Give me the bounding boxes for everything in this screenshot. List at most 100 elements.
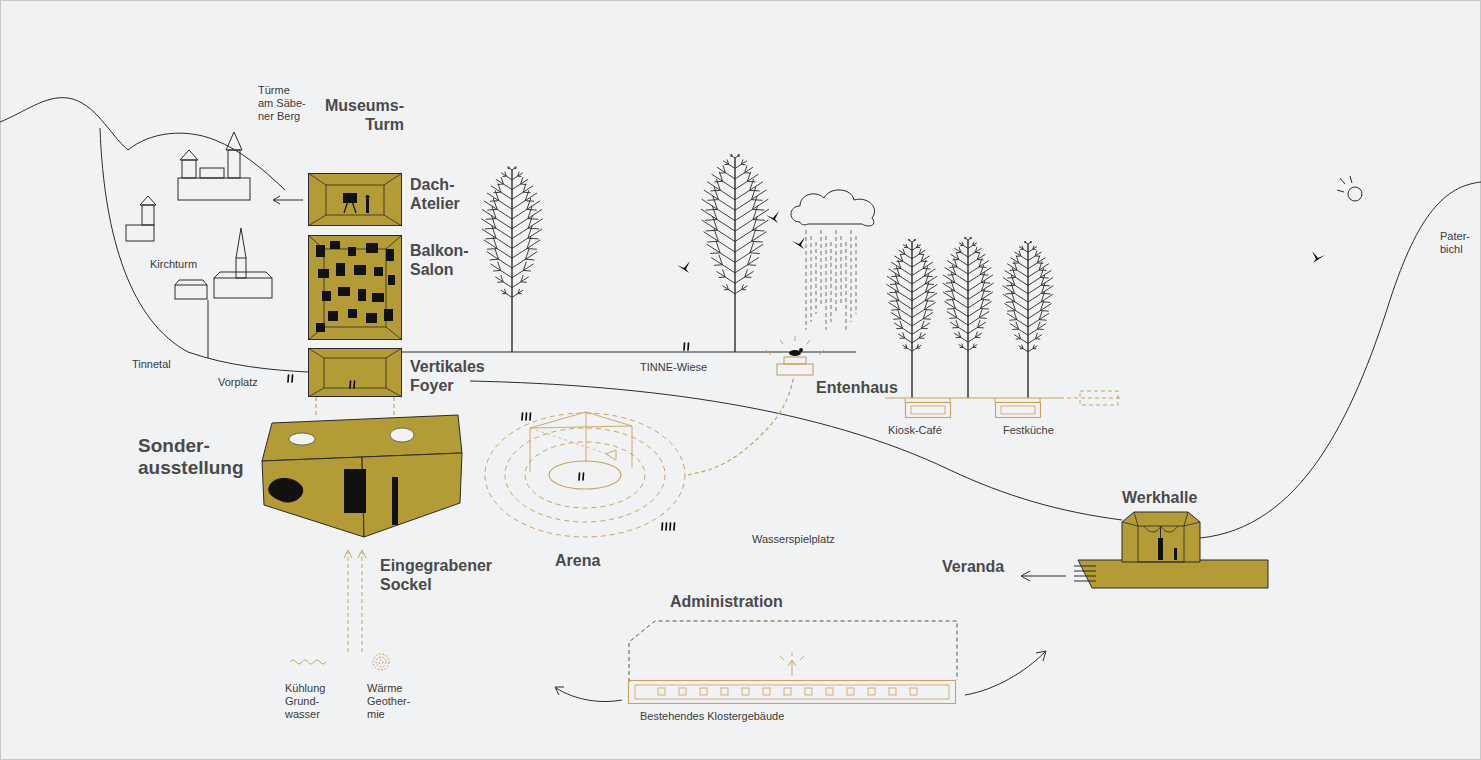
- workshop-hall-outline-part: [1160, 526, 1161, 538]
- bare-tree-part: [723, 165, 726, 172]
- bare-tree-part: [946, 282, 955, 284]
- bare-tree-part: [977, 327, 983, 328]
- bare-tree-part: [906, 244, 907, 248]
- bare-tree-part: [741, 159, 743, 164]
- bare-tree-part: [1030, 242, 1031, 243]
- room-box-outline-part: [309, 236, 402, 340]
- dashed-volume-outline-part: [780, 652, 804, 660]
- bare-tree-part: [956, 252, 958, 259]
- bare-tree-part: [893, 318, 900, 319]
- bare-tree-part: [1028, 286, 1053, 302]
- room-box-outline-part: [318, 269, 329, 278]
- bare-tree-part: [528, 238, 539, 240]
- bare-tree-part: [889, 269, 912, 284]
- bare-tree-part: [953, 259, 959, 260]
- castle-sketch-part: [126, 225, 154, 241]
- bare-tree-part: [1007, 264, 1028, 278]
- bare-tree-part: [1037, 262, 1043, 263]
- bare-tree-part: [1006, 301, 1015, 303]
- bare-tree-part: [1020, 249, 1023, 250]
- duck-house-outline-part: [799, 348, 803, 352]
- bare-tree-part: [706, 230, 718, 232]
- bare-tree-part: [521, 281, 527, 282]
- bare-tree-part: [1003, 286, 1028, 302]
- bare-tree-part: [501, 177, 503, 184]
- bare-tree-part: [527, 248, 537, 250]
- bare-tree-part: [1040, 277, 1048, 279]
- bare-tree-part: [1016, 256, 1018, 263]
- room-box-outline-part: [308, 173, 326, 185]
- bare-tree-part: [921, 328, 927, 329]
- bare-tree-part: [719, 255, 722, 265]
- bare-tree-part: [495, 249, 499, 259]
- bare-tree-part: [890, 283, 899, 285]
- bare-tree-part: [523, 270, 531, 272]
- bare-tree-part: [912, 250, 926, 259]
- pavilion-box: Kiosk-Café: [905, 402, 951, 418]
- dashed-volume-outline: [628, 620, 958, 708]
- bare-tree-part: [908, 240, 909, 241]
- plinth-block-outline-part: [362, 453, 462, 537]
- people-part: [291, 375, 293, 382]
- building-box-outline-part: [826, 688, 833, 695]
- energy-arrows-part: [379, 660, 383, 664]
- bare-tree-part: [959, 247, 961, 253]
- bare-tree-part: [714, 181, 722, 183]
- plinth-block: Sonder- ausstellungEingegrabener Sockel: [262, 415, 462, 537]
- bare-tree-part: [906, 344, 907, 348]
- veranda-platform-part: [1022, 576, 1066, 577]
- bare-tree-part: [735, 190, 766, 210]
- room-box-outline-part: [308, 348, 324, 358]
- bare-tree-part: [1028, 247, 1037, 253]
- arena-rings-outline-part: [530, 412, 632, 472]
- bare-tree-part: [968, 301, 992, 316]
- bare-tree-part: [719, 172, 725, 173]
- bare-tree-part: [924, 309, 932, 311]
- bare-tree-part: [975, 247, 977, 253]
- bare-tree-part: [707, 241, 718, 243]
- arena-rings-outline-part: [582, 473, 584, 480]
- bare-tree-part: [512, 193, 537, 209]
- bare-tree-part: [917, 344, 918, 348]
- bare-tree-part: [498, 262, 501, 271]
- room-box-outline-part: [324, 249, 386, 327]
- bare-tree-part: [706, 209, 718, 211]
- arena-rings-outline-part: [525, 413, 527, 420]
- bare-tree-part: [501, 290, 512, 297]
- area-title: Veranda: [942, 557, 1004, 576]
- bare-tree-part: [727, 159, 729, 164]
- bare-tree-part: [518, 172, 520, 176]
- bare-tree-part: [979, 317, 986, 318]
- view-arrow: [273, 196, 303, 204]
- bare-tree-part: [745, 277, 752, 278]
- bare-tree-part: [977, 252, 979, 259]
- weather-part: [1337, 176, 1352, 192]
- room-box-outline-part: [366, 199, 369, 213]
- arena-rings-outline-part: [665, 523, 667, 530]
- bare-tree-part: [1028, 346, 1037, 352]
- bare-tree-part: [912, 262, 933, 276]
- bare-tree-part: [968, 248, 982, 257]
- bare-tree-part: [512, 179, 528, 189]
- people-part: [687, 343, 689, 350]
- bare-tree-part: [748, 255, 751, 265]
- dashed-link: [315, 397, 316, 415]
- workshop-hall-outline-part: [1174, 548, 1177, 560]
- bare-tree-part: [894, 268, 901, 269]
- bare-tree-part: [912, 284, 937, 300]
- plinth-block-outline-part: [344, 469, 366, 513]
- castle-sketch-part: [178, 178, 250, 200]
- bare-tree-part: [735, 271, 754, 283]
- building-box: Bestehendes Klostergebäude: [628, 680, 956, 704]
- bare-tree-part: [949, 317, 956, 318]
- bare-tree-part: [498, 184, 504, 185]
- weather-part: [841, 236, 842, 306]
- bare-tree-part: [1005, 270, 1028, 285]
- node-label: Balkon- Salon: [410, 241, 476, 279]
- bare-tree-part: [735, 182, 763, 200]
- place-label: Wasserspielplatz: [752, 533, 835, 546]
- building-box-outline-part: [910, 688, 917, 695]
- bare-tree-part: [490, 259, 499, 261]
- bare-tree-part: [888, 302, 912, 317]
- bare-tree-part: [956, 320, 959, 327]
